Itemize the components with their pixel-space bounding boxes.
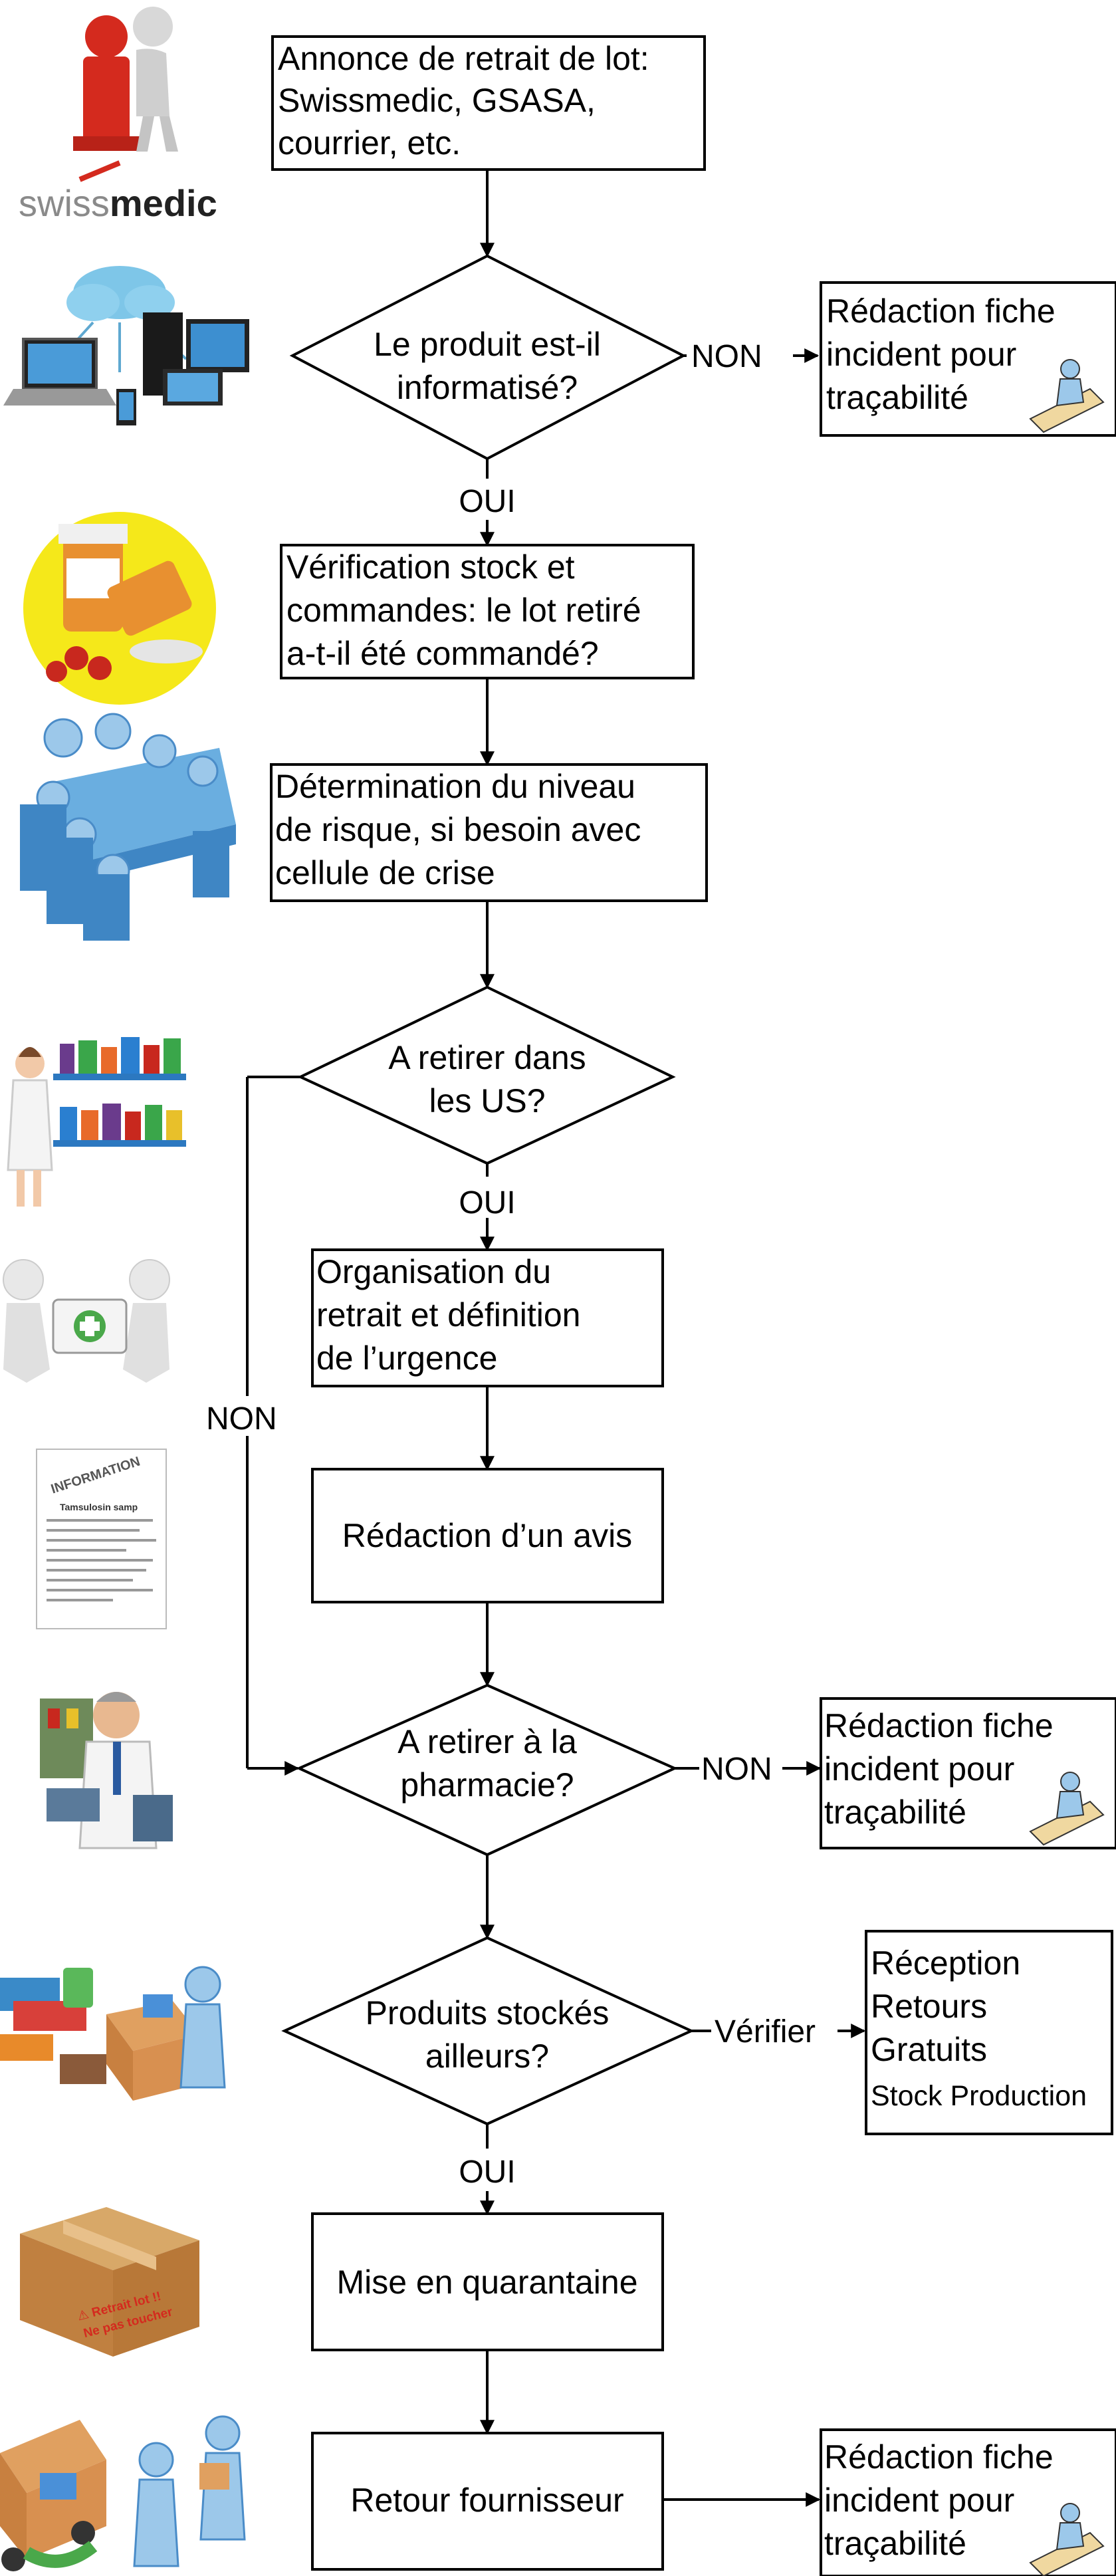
- svg-text:Vérification stock et: Vérification stock et: [286, 548, 575, 586]
- quarantaine-text: Mise en quarantaine: [336, 2264, 637, 2301]
- informatise-text: Le produit est-il informatisé?: [374, 326, 601, 406]
- svg-text:Le produit est-il: Le produit est-il: [374, 326, 601, 363]
- non-label-3: NON: [701, 1752, 772, 1787]
- info-person-icon: [73, 7, 178, 152]
- fiche-incident-text-1: Rédaction fiche incident pour traçabilit…: [826, 293, 1056, 416]
- svg-text:Rédaction fiche: Rédaction fiche: [824, 1707, 1054, 1744]
- svg-text:incident pour: incident pour: [824, 2482, 1014, 2519]
- determination-box: [270, 763, 708, 902]
- svg-text:Gratuits: Gratuits: [871, 2031, 987, 2068]
- quarantaine-box: [311, 2212, 664, 2351]
- svg-text:Retour fournisseur: Retour fournisseur: [350, 2482, 623, 2519]
- svg-text:informatisé?: informatisé?: [397, 369, 578, 406]
- retour-text: Retour fournisseur: [350, 2482, 623, 2519]
- oui-label-3: OUI: [459, 2155, 515, 2190]
- pharmacie-text: A retirer à la pharmacie?: [397, 1723, 577, 1804]
- svg-text:Swissmedic, GSASA,: Swissmedic, GSASA,: [278, 82, 596, 119]
- svg-text:traçabilité: traçabilité: [826, 379, 968, 416]
- writing-person-icon: [1029, 2503, 1105, 2576]
- svg-text:Rédaction fiche: Rédaction fiche: [824, 2438, 1054, 2476]
- first-aid-carriers-icon: [3, 1259, 170, 1383]
- connectors: [246, 170, 866, 2507]
- verifier-destinations-text: Réception Retours Gratuits Stock Product…: [871, 1944, 1087, 2112]
- svg-text:traçabilité: traçabilité: [824, 1794, 966, 1831]
- svg-text:a-t-il été commandé?: a-t-il été commandé?: [286, 635, 599, 672]
- fiche-incident-text-2: Rédaction fiche incident pour traçabilit…: [824, 1707, 1054, 1831]
- svg-text:Produits stockés: Produits stockés: [366, 1994, 610, 2032]
- retour-fournisseur-box: [311, 2432, 664, 2571]
- non-label-2: NON: [206, 1401, 277, 1437]
- pill-bottles-icon: [23, 512, 216, 705]
- svg-text:commandes: le lot retiré: commandes: le lot retiré: [286, 592, 641, 629]
- information-document-icon: INFORMATION Tamsulosin samp: [36, 1449, 167, 1629]
- svg-text:Réception: Réception: [871, 1944, 1020, 1982]
- meeting-icon: [20, 713, 236, 941]
- us-decision: [297, 985, 676, 1165]
- annonce-box: [271, 35, 706, 171]
- verification-text: Vérification stock et commandes: le lot …: [286, 548, 641, 672]
- svg-text:Détermination du niveau: Détermination du niveau: [275, 768, 635, 805]
- avis-box: [311, 1468, 664, 1603]
- supplier-return-icon: [0, 2415, 246, 2571]
- pharmacist-icon: [40, 1692, 173, 1849]
- writing-person-icon: [1029, 1772, 1105, 1846]
- ailleurs-decision: [281, 1936, 695, 2126]
- organisation-box: [311, 1248, 664, 1387]
- svg-text:retrait et définition: retrait et définition: [316, 1296, 580, 1334]
- svg-text:Retours: Retours: [871, 1988, 987, 2025]
- pharmacy-shelf-icon: [7, 1037, 186, 1207]
- svg-text:Annonce de retrait de lot:: Annonce de retrait de lot:: [278, 40, 649, 77]
- svg-text:pharmacie?: pharmacie?: [400, 1766, 574, 1804]
- oui-label-2: OUI: [459, 1185, 515, 1221]
- svg-text:courrier, etc.: courrier, etc.: [278, 124, 461, 162]
- cloud-network-icon: [3, 266, 249, 425]
- ailleurs-text: Produits stockés ailleurs?: [366, 1994, 610, 2075]
- svg-text:les US?: les US?: [429, 1082, 545, 1119]
- verifier-label: Vérifier: [715, 2014, 816, 2049]
- writing-person-icon: [1029, 359, 1105, 433]
- stock-boxes-icon: [0, 1966, 226, 2101]
- fiche-incident-text-3: Rédaction fiche incident pour traçabilit…: [824, 2438, 1054, 2562]
- oui-label-1: OUI: [459, 484, 515, 519]
- pharmacie-decision: [296, 1683, 678, 1857]
- svg-text:swissmedic: swissmedic: [19, 182, 217, 224]
- svg-text:Rédaction fiche: Rédaction fiche: [826, 293, 1056, 330]
- svg-text:A retirer à la: A retirer à la: [397, 1723, 577, 1760]
- determination-text: Détermination du niveau de risque, si be…: [275, 768, 641, 891]
- svg-text:de l’urgence: de l’urgence: [316, 1340, 497, 1377]
- annonce-text: Annonce de retrait de lot: Swissmedic, G…: [278, 40, 649, 162]
- svg-text:incident pour: incident pour: [826, 336, 1016, 373]
- svg-text:Rédaction d’un avis: Rédaction d’un avis: [342, 1517, 632, 1554]
- svg-text:Stock Production: Stock Production: [871, 2080, 1087, 2112]
- svg-text:traçabilité: traçabilité: [824, 2525, 966, 2562]
- non-label-1: NON: [691, 339, 762, 374]
- informatise-decision: [289, 254, 687, 461]
- svg-text:incident pour: incident pour: [824, 1750, 1014, 1788]
- svg-text:ailleurs?: ailleurs?: [425, 2038, 549, 2075]
- svg-text:Organisation du: Organisation du: [316, 1253, 551, 1290]
- verification-box: [280, 544, 695, 679]
- svg-text:de risque, si besoin avec: de risque, si besoin avec: [275, 811, 641, 848]
- svg-text:A retirer dans: A retirer dans: [388, 1039, 586, 1076]
- svg-text:cellule de crise: cellule de crise: [275, 854, 495, 891]
- quarantine-box-icon: ⚠ Retrait lot !! Ne pas toucher: [20, 2207, 199, 2357]
- svg-text:Mise en quarantaine: Mise en quarantaine: [336, 2264, 637, 2301]
- verifier-destinations-box: [865, 1930, 1113, 2135]
- avis-text: Rédaction d’un avis: [342, 1517, 632, 1554]
- swissmedic-logo: swissmedic: [19, 160, 217, 224]
- organisation-text: Organisation du retrait et définition de…: [316, 1253, 580, 1377]
- svg-text:Tamsulosin samp: Tamsulosin samp: [60, 1502, 138, 1512]
- us-text: A retirer dans les US?: [388, 1039, 586, 1119]
